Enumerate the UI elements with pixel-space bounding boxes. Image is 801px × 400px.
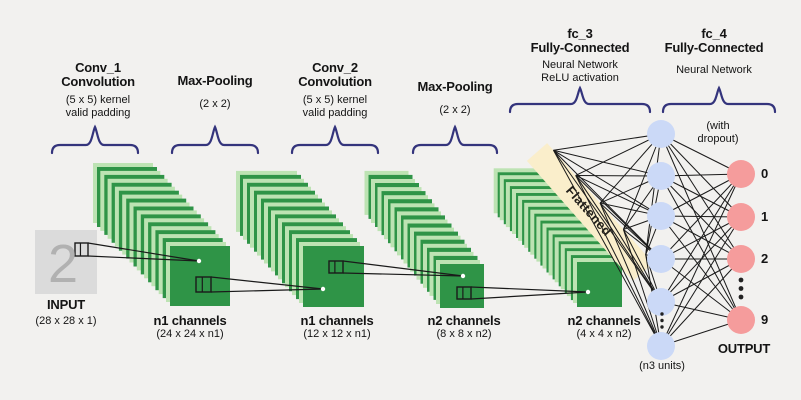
fc3-hidden-nodes: [647, 120, 675, 360]
feature-map-stack-1: [93, 163, 230, 306]
dropout-note: (with dropout): [697, 120, 739, 145]
output-digit-0: 0: [761, 166, 769, 181]
section-label-pool2: Max-Pooling (2 x 2): [417, 79, 493, 117]
brace-fc4: [661, 85, 777, 114]
section-label-conv2: Conv_2 Convolution (5 x 5) kernel valid …: [298, 60, 372, 119]
brace-conv2: [290, 124, 380, 155]
brace-pool1: [170, 124, 260, 155]
stack-label-conv1-out: n1 channels (24 x 24 x n1): [153, 313, 227, 341]
section-label-fc3: fc_3 Fully-Connected Neural Network ReLU…: [530, 26, 630, 84]
section-label-conv1: Conv_1 Convolution (5 x 5) kernel valid …: [61, 60, 135, 119]
stack-label-conv2-out: n2 channels (8 x 8 x n2): [427, 313, 501, 341]
stack-label-pool1-out: n1 channels (12 x 12 x n1): [300, 313, 374, 341]
output-digit-2: 2: [761, 251, 769, 266]
input-label: INPUT (28 x 28 x 1): [35, 297, 97, 328]
convolution-kernels: [74, 242, 591, 300]
brace-fc3: [508, 85, 652, 114]
input-digit: 2: [47, 234, 79, 294]
ellipsis-dots: [660, 277, 744, 329]
section-label-pool1: Max-Pooling (2 x 2): [177, 73, 253, 111]
output-digit-9: 9: [761, 312, 769, 327]
stack-label-pool2-out: n2 channels (4 x 4 x n2): [567, 313, 641, 341]
brace-pool2: [411, 124, 499, 155]
feature-map-stack-4: [493, 168, 622, 307]
output-nodes: [727, 160, 755, 334]
feature-map-stack-3: [364, 170, 484, 308]
output-digit-1: 1: [761, 209, 769, 224]
fc3-units-label: (n3 units): [639, 360, 685, 372]
output-label: OUTPUT: [717, 341, 771, 356]
section-label-fc4: fc_4 Fully-Connected Neural Network: [664, 26, 764, 77]
input-image: [35, 230, 97, 294]
brace-conv1: [50, 124, 140, 155]
